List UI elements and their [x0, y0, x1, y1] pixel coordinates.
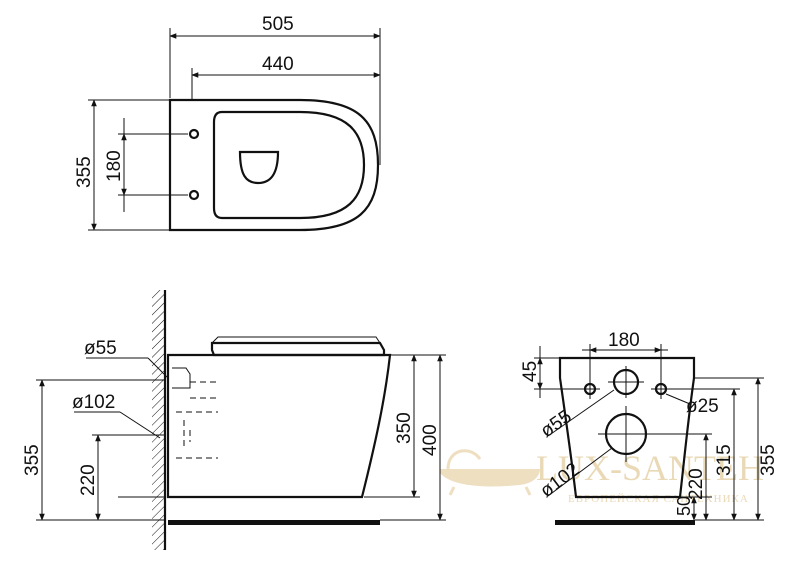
- dim-overall-width: 355: [74, 156, 95, 188]
- dim-rear-height-b: 355: [758, 444, 779, 476]
- label-outlet-lower: ø102: [72, 392, 115, 413]
- dim-rear-height-a: 315: [714, 444, 735, 476]
- dim-top-offset: 45: [520, 361, 541, 382]
- top-view-outline: [170, 100, 378, 230]
- dim-rear-hole-spacing: 180: [608, 330, 640, 351]
- dim-floor-gap: 50: [674, 496, 694, 516]
- dim-mount-height: 355: [22, 444, 43, 476]
- floor-bar-side: [168, 520, 380, 525]
- dim-overall-length: 505: [262, 14, 294, 35]
- bolt-hole-lower: [190, 191, 198, 199]
- watermark-tagline: ЕВРОПЕЙСКАЯ САНТЕХНИКА: [568, 493, 749, 505]
- rear-inlet-circle: [608, 366, 644, 398]
- bolt-hole-upper: [190, 130, 198, 138]
- dim-length-to-holes: 440: [262, 54, 294, 75]
- inlet-connector: [172, 368, 190, 388]
- dim-total-height: 400: [420, 424, 441, 456]
- dim-hole-spacing: 180: [104, 150, 125, 182]
- label-outlet-upper: ø55: [84, 338, 117, 359]
- dim-bowl-height: 350: [394, 412, 415, 444]
- drain-shape: [240, 152, 278, 183]
- toilet-body-side: [168, 355, 390, 497]
- label-rear-bolt: ø25: [686, 396, 719, 417]
- dim-outlet-height-side: 220: [78, 464, 99, 496]
- toilet-seat-side: [212, 343, 384, 355]
- rear-bolt-hole-left: [580, 379, 600, 399]
- label-rear-inlet: ø55: [537, 406, 576, 442]
- dim-rear-outlet-height: 220: [686, 468, 707, 500]
- top-view-bowl: [214, 112, 364, 218]
- watermark-bathtub-icon: [440, 451, 540, 495]
- side-view: ø55 ø102 355 220 350 400: [22, 290, 446, 550]
- top-view: 505 440 355 180: [74, 14, 380, 230]
- wall-hatch: [152, 290, 164, 550]
- floor-bar-rear: [555, 520, 695, 525]
